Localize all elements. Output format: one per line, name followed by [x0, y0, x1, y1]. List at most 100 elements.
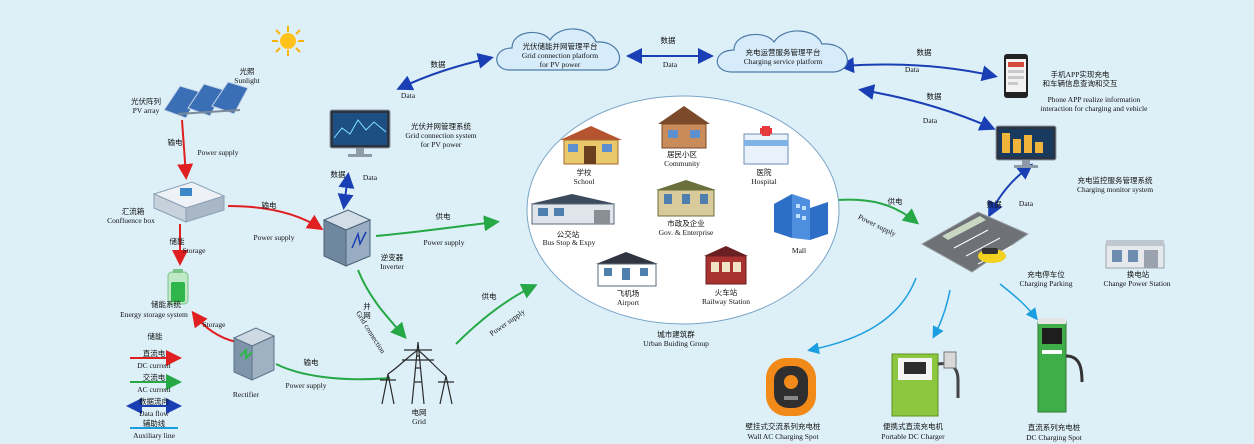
bus-stop-label-en: Bus Stop & Expy [542, 238, 596, 247]
urban-group-label-cn: 城市建筑群 [657, 330, 695, 339]
mall-label-en: Mall [791, 246, 807, 255]
arrow-confluence-to-inverter [227, 205, 324, 231]
grid-platform-label-en-2: for PV power [539, 60, 581, 69]
data-label-en: Data [362, 173, 378, 182]
charging-monitor-icon [995, 125, 1057, 168]
data-label-en-3: Data [662, 60, 678, 69]
railway-station-icon [704, 246, 748, 285]
data-label-cn-2: 数据 [430, 60, 446, 69]
gov-label-en: Gov. & Enterprise [658, 228, 714, 237]
data-label-cn: 数据 [330, 170, 346, 179]
combiner-box-icon [152, 181, 226, 223]
power-supply-label-en-2: Power supply [253, 233, 295, 242]
data-label-cn-3: 数据 [660, 36, 676, 45]
arrow-urban-to-parking [837, 198, 920, 225]
rectifier-label-en: Rectifier [232, 390, 260, 399]
line-grid-to-rectifier [275, 363, 391, 381]
storage-label-cn: 储能 [169, 237, 185, 246]
aux-line-parking-to-portable [932, 289, 951, 339]
power-supply-label-en-3: Power supply [423, 238, 465, 247]
battery-icon [167, 269, 189, 305]
railway-label-cn: 火车站 [714, 288, 738, 297]
arrow-inverter-to-grid [357, 269, 407, 340]
grid-connection-label-cn: 并网 [363, 302, 371, 320]
government-building-icon [656, 180, 716, 217]
phone-app-label-cn-1: 手机APP实现充电 [1050, 70, 1110, 79]
community-label-cn: 居民小区 [667, 150, 697, 159]
arrow-inverter-to-urban [375, 215, 500, 237]
arrow-monitor-parking-data [988, 163, 1034, 218]
change-station-icon [1105, 240, 1165, 269]
power-supply-label-en-5: Power supply [285, 381, 327, 390]
confluence-box-label-cn: 汇流箱 [121, 207, 145, 216]
data-label-cn-4: 数据 [916, 48, 932, 57]
airport-icon [596, 252, 658, 287]
dc-spot-label-en: DC Charging Spot [1026, 433, 1082, 442]
solar-panel-icon [163, 81, 249, 119]
data-label-en-5: Data [922, 116, 938, 125]
data-label-cn-6: 数据 [986, 200, 1002, 209]
sun-icon [272, 26, 304, 56]
gov-label-cn: 市政及企业 [667, 219, 705, 228]
legend-data-label-cn: 数据流向 [139, 397, 169, 406]
power-supply-label-cn: 输电 [167, 138, 183, 147]
arrow-monitor-platform-data [396, 52, 494, 91]
sunlight-label-en: Sunlight [234, 76, 260, 85]
arrow-pv-to-confluence [177, 119, 194, 180]
service-platform-label-cn: 充电运营服务管理平台 [745, 48, 821, 57]
power-supply-label-cn-3: 输电 [303, 358, 319, 367]
arrow-service-monitor-data [858, 84, 996, 131]
portable-dc-label-en: Portable DC Charger [881, 432, 945, 441]
service-platform-cloud-icon [716, 30, 848, 73]
grid-platform-cloud-icon [496, 28, 621, 71]
school-label-en: School [573, 177, 595, 186]
dc-charger-icon [1037, 318, 1084, 413]
airport-label-cn: 飞机场 [616, 289, 640, 298]
community-label-en: Community [664, 159, 700, 168]
charging-parking-label-en: Charging Parking [1019, 279, 1073, 288]
inverter-icon [322, 209, 372, 267]
grid-platform-label-en-1: Grid connection platform [521, 51, 599, 60]
power-supply-label-cn-2: 输电 [261, 201, 277, 210]
grid-monitor-icon [329, 109, 391, 157]
charging-monitor-label-cn: 充电监控服务管理系统 [1077, 176, 1153, 185]
arrow-rectifier-to-storage [191, 310, 237, 343]
school-label-cn: 学校 [576, 168, 592, 177]
legend-ac-label-cn: 交流电 [142, 373, 166, 382]
supply-label-cn: 供电 [435, 212, 451, 221]
wall-charger-icon [766, 358, 816, 416]
arrow-grid-to-urban [455, 284, 538, 345]
portable-dc-label-cn: 便携式直流充电机 [883, 422, 943, 431]
hospital-icon [743, 126, 789, 165]
bus-stop-icon [530, 194, 616, 225]
energy-storage-label-cn: 储能系统 [151, 300, 181, 309]
hospital-label-cn: 医院 [756, 168, 772, 177]
inverter-label-cn: 逆变器 [380, 253, 404, 262]
urban-group-label-en: Urban Buiding Group [643, 339, 709, 348]
portable-charger-icon [891, 351, 960, 417]
grid-system-label-cn: 光伏并网管理系统 [411, 122, 471, 131]
grid-system-label-en-2: for PV power [420, 140, 462, 149]
mall-icon [774, 194, 828, 240]
data-label-en-2: Data [400, 91, 416, 100]
phone-app-label-cn-2: 和车辆信息查询和交互 [1042, 79, 1118, 88]
storage-label-en-2: Storage [202, 320, 226, 329]
legend-aux-label-en: Auxiliary line [133, 431, 175, 440]
phone-app-label-en-2: interaction for charging and vehicle [1040, 104, 1148, 113]
rectifier-icon [232, 327, 276, 381]
data-label-en-4: Data [904, 65, 920, 74]
hospital-label-en: Hospital [751, 177, 777, 186]
house-icon [658, 106, 710, 149]
storage-label-en: Storage [182, 246, 206, 255]
arrow-inverter-monitor-data [337, 172, 355, 210]
legend-dc-label-en: DC current [137, 361, 171, 370]
data-label-cn-5: 数据 [926, 92, 942, 101]
wall-ac-label-cn: 壁挂式交流系列充电桩 [745, 422, 821, 431]
grid-system-label-en-1: Grid connection system [405, 131, 477, 140]
pv-array-label-en: PV array [132, 106, 160, 115]
legend-ac-label-en: AC current [137, 385, 171, 394]
pv-array-label-cn: 光伏阵列 [131, 97, 161, 106]
charging-monitor-label-en: Charging monitor system [1076, 185, 1154, 194]
